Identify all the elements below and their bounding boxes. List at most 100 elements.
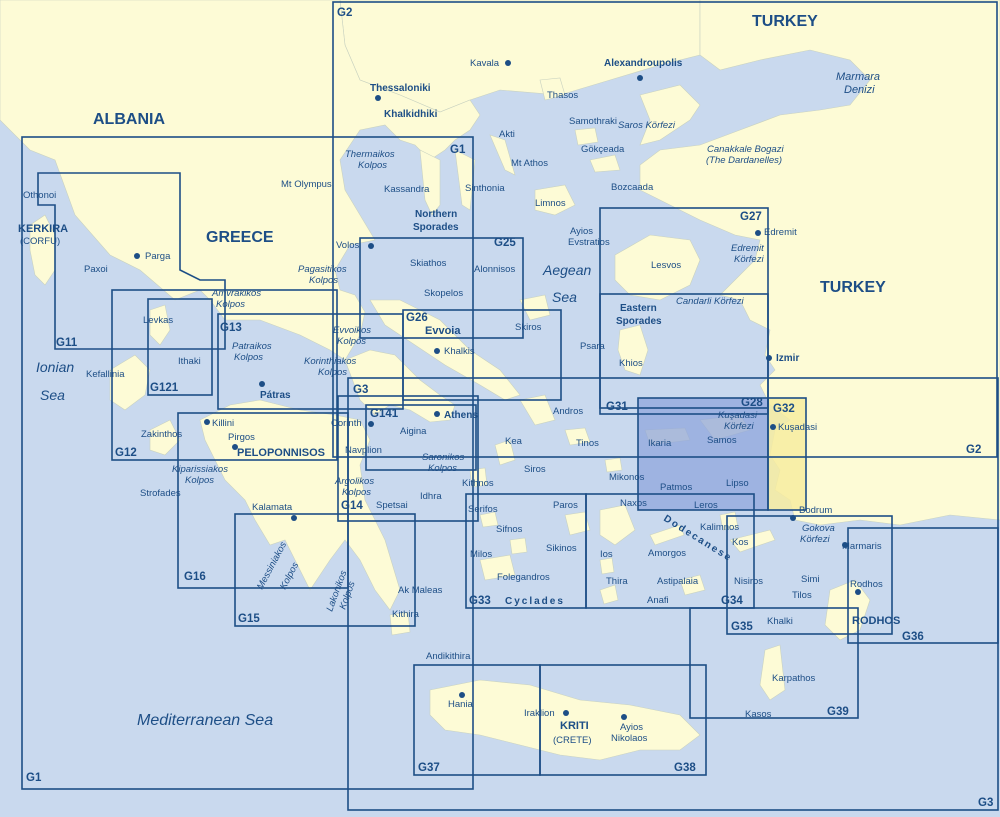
place-alexandroupolis: Alexandroupolis <box>604 58 683 69</box>
place-zakinthos: Zakinthos <box>141 429 182 440</box>
place-kos: Kos <box>732 537 749 548</box>
dot-killini <box>204 419 210 425</box>
chart-label-g39: G39 <box>827 706 849 718</box>
gulf-argolikos-1: Argolikos <box>334 476 374 487</box>
tinos-island <box>564 427 591 446</box>
milos-island <box>479 554 516 581</box>
place-siros: Siros <box>524 464 546 475</box>
place-marmaris: Marmaris <box>842 541 882 552</box>
sea-marmara-2: Denizi <box>844 84 875 96</box>
place-strofades: Strofades <box>140 488 181 499</box>
place-amorgos: Amorgos <box>648 548 686 559</box>
dot-volos <box>368 243 374 249</box>
g26-frame <box>402 309 562 401</box>
place-samos: Samos <box>707 435 737 446</box>
place-killini: Killini <box>212 418 234 429</box>
g34-frame <box>585 493 755 609</box>
country-turkey-east: TURKEY <box>820 279 886 296</box>
g15-frame <box>234 513 416 627</box>
gulf-amvrakikos-1: Amvrakikos <box>211 288 261 299</box>
place-ios: Ios <box>600 549 613 560</box>
gulf-pagasitikos-1: Pagasitikos <box>298 264 347 275</box>
region-cyclades: Cyclades <box>505 596 565 607</box>
gulf-amvrakikos-2: Kolpos <box>216 299 245 310</box>
gulf-argolikos-2: Kolpos <box>342 487 371 498</box>
place-ayios-nik-2: Nikolaos <box>611 733 648 744</box>
chart-label-g36: G36 <box>902 631 924 643</box>
place-skopelos: Skopelos <box>424 288 463 299</box>
amorgos-island <box>649 524 685 546</box>
region-northern-sporades-1: Northern <box>415 209 457 220</box>
place-ikaria: Ikaria <box>648 438 672 449</box>
chart-label-g2: G2 <box>337 7 352 19</box>
place-athens: Athens <box>444 410 478 421</box>
place-thessaloniki: Thessaloniki <box>370 83 431 94</box>
place-samothraki: Samothraki <box>569 116 617 127</box>
place-kusadasi: Kuşadasi <box>778 422 817 433</box>
g31-frame <box>599 293 769 415</box>
mikonos-island <box>604 457 623 473</box>
gulf-patraikos-2: Kolpos <box>234 352 263 363</box>
place-izmir: Izmir <box>776 353 799 364</box>
place-lesvos: Lesvos <box>651 260 681 271</box>
place-navplion: Navplion <box>345 445 382 456</box>
place-thasos: Thasos <box>547 90 578 101</box>
place-limnos: Limnos <box>535 198 566 209</box>
attica <box>344 349 456 423</box>
place-paxoi: Paxoi <box>84 264 108 275</box>
place-khalki: Khalki <box>767 616 793 627</box>
chart-label-g27: G27 <box>740 211 762 223</box>
dot-marmaris <box>842 542 848 548</box>
place-serifos: Serifos <box>468 504 498 515</box>
place-parga: Parga <box>145 251 171 262</box>
g141-frame <box>365 404 477 471</box>
place-bodrum: Bodrum <box>799 505 832 516</box>
naxos-island <box>599 504 636 546</box>
sea-ionian-1: Ionian <box>36 359 74 375</box>
place-sifnos: Sifnos <box>496 524 523 535</box>
dot-izmir <box>766 355 772 361</box>
corfu-island <box>29 214 56 286</box>
chart-label-g38: G38 <box>674 762 696 774</box>
region-crete: (CRETE) <box>553 735 592 746</box>
sithonia <box>454 149 476 211</box>
thasos-island <box>539 77 566 101</box>
gulf-thermaikos-2: Kolpos <box>358 160 387 171</box>
place-volos: Volos <box>336 240 359 251</box>
place-edremit: Edremit <box>764 227 797 238</box>
chart-label-g25: G25 <box>494 237 516 249</box>
place-iraklion: Iraklion <box>524 708 555 719</box>
khios-island <box>617 324 649 376</box>
region-evvoia: Evvoia <box>425 325 461 337</box>
place-mt-athos: Mt Athos <box>511 158 548 169</box>
place-nisiros: Nisiros <box>734 576 763 587</box>
place-naxos: Naxos <box>620 498 647 509</box>
gulf-canakkale-2: (The Dardanelles) <box>706 155 782 166</box>
g2-frame <box>332 1 998 458</box>
thira-island <box>599 584 619 605</box>
place-lipso: Lipso <box>726 478 749 489</box>
gulf-kiparissiakos-1: Kiparissiakos <box>172 464 228 475</box>
place-thira: Thira <box>606 576 628 587</box>
place-kavala: Kavala <box>470 58 500 69</box>
dot-bodrum <box>790 515 796 521</box>
place-andikithira: Andikithira <box>426 651 471 662</box>
chart-label-g31: G31 <box>606 401 628 413</box>
g14-frame <box>337 395 479 522</box>
g32-highlight <box>768 398 806 510</box>
lesvos-island <box>614 234 701 301</box>
chart-label-g13: G13 <box>220 322 242 334</box>
gulf-messiniakos-2: Kolpos <box>278 560 301 591</box>
sea-aegean-2: Sea <box>552 289 577 305</box>
place-folegandros: Folegandros <box>497 572 550 583</box>
chart-label-g15: G15 <box>238 613 260 625</box>
dot-khalkis <box>434 348 440 354</box>
place-paros: Paros <box>553 500 578 511</box>
gulf-patraikos-1: Patraikos <box>232 341 272 352</box>
g1-frame <box>21 136 474 790</box>
place-mt-olympus: Mt Olympus <box>281 179 332 190</box>
place-pirgos: Pirgos <box>228 432 255 443</box>
dot-athens <box>434 411 440 417</box>
paros-island <box>564 511 591 536</box>
chart-label-g3: G3 <box>353 384 368 396</box>
